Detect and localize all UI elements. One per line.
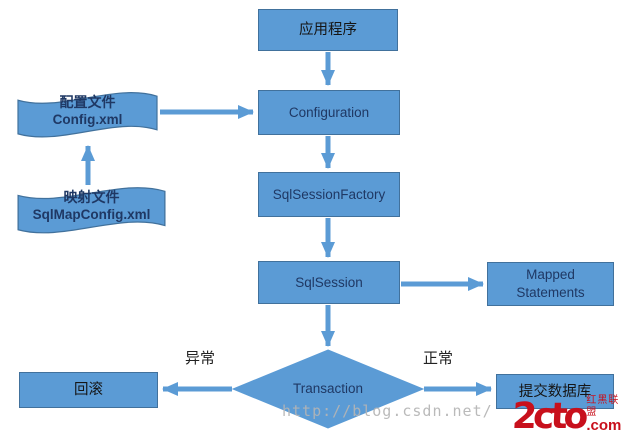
node-configuration: Configuration — [258, 90, 400, 135]
config-file-title: 配置文件 — [59, 94, 116, 110]
wave-shape — [17, 187, 166, 234]
node-commit-database: 提交数据库 — [496, 374, 614, 409]
node-rollback-label: 回滚 — [74, 382, 103, 398]
mapped-statements-line2: Statements — [516, 285, 585, 300]
node-sqlsessionfactory: SqlSessionFactory — [258, 172, 400, 217]
node-sqlsession: SqlSession — [258, 261, 400, 304]
node-mapping-file: 映射文件 SqlMapConfig.xml — [16, 183, 167, 237]
node-configuration-label: Configuration — [288, 104, 370, 120]
node-sqlsession-label: SqlSession — [295, 274, 363, 290]
node-sqlsessionfactory-label: SqlSessionFactory — [272, 186, 386, 202]
node-rollback: 回滚 — [19, 372, 158, 408]
logo-wordmark: 2cto — [510, 396, 586, 434]
edge-label-normal: 正常 — [423, 350, 454, 367]
mapping-file-title: 映射文件 — [63, 189, 120, 205]
2cto-logo: 2cto 红黑联盟 .com — [510, 395, 630, 434]
node-mapping-file-text: 映射文件 SqlMapConfig.xml — [16, 183, 167, 223]
node-application-label: 应用程序 — [299, 22, 357, 38]
wave-shape — [17, 92, 158, 138]
edge-label-exception: 异常 — [185, 350, 216, 367]
node-commit-label: 提交数据库 — [518, 383, 592, 400]
mapping-file-subtitle: SqlMapConfig.xml — [32, 207, 151, 222]
mapped-statements-line1: Mapped — [526, 267, 575, 282]
logo-badge: 红黑联盟 — [586, 395, 620, 418]
transaction-diamond — [231, 349, 425, 429]
config-file-subtitle: Config.xml — [52, 112, 123, 127]
logo-suffix: .com — [586, 417, 622, 434]
logo-side: 红黑联盟 .com — [586, 395, 630, 433]
node-mapped-statements: Mapped Statements — [487, 262, 614, 306]
node-config-file-text: 配置文件 Config.xml — [16, 88, 159, 128]
node-config-file: 配置文件 Config.xml — [16, 88, 159, 141]
watermark-url: http://blog.csdn.net/ — [282, 402, 493, 420]
node-transaction-label: Transaction — [292, 381, 364, 396]
node-application: 应用程序 — [258, 9, 398, 51]
